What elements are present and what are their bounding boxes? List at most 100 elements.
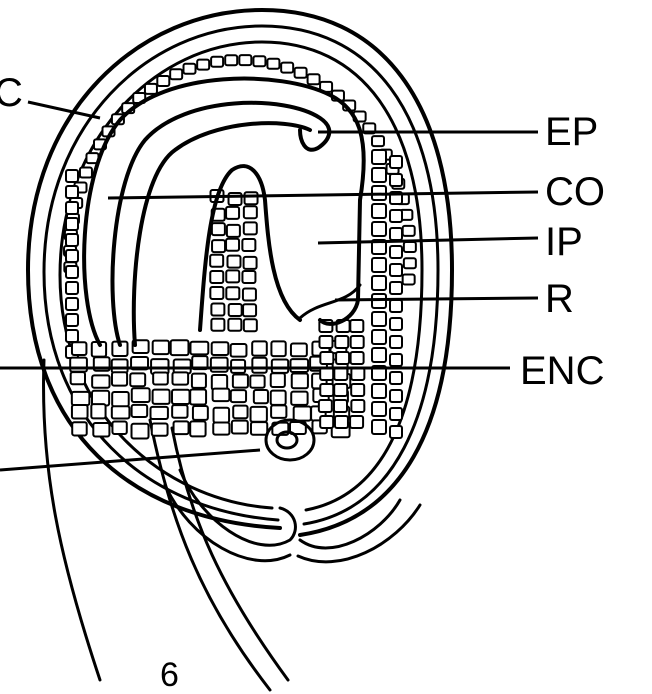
tissue-cell bbox=[291, 359, 309, 372]
tissue-cell bbox=[172, 372, 188, 384]
tissue-cell bbox=[211, 319, 224, 331]
tissue-cell bbox=[271, 373, 285, 387]
tissue-cell bbox=[244, 319, 257, 331]
tissue-cell bbox=[112, 392, 129, 406]
tissue-cell bbox=[252, 358, 266, 373]
tissue-cell bbox=[112, 359, 128, 372]
tissue-cell bbox=[320, 384, 333, 396]
tissue-cell bbox=[390, 336, 402, 348]
tissue-cell bbox=[66, 186, 78, 198]
tissue-cell bbox=[80, 168, 92, 178]
tissue-cell bbox=[351, 368, 364, 380]
tissue-cell bbox=[170, 69, 182, 79]
tissue-cell bbox=[372, 330, 386, 344]
tissue-cell bbox=[152, 423, 168, 435]
tissue-cell bbox=[210, 255, 223, 267]
tissue-cell bbox=[91, 404, 105, 418]
tissue-cell bbox=[251, 407, 267, 422]
label-enc: ENC bbox=[520, 349, 604, 393]
tissue-cell bbox=[320, 352, 333, 364]
tissue-cell bbox=[320, 368, 333, 380]
tissue-cell bbox=[231, 390, 246, 402]
tissue-cell bbox=[72, 392, 90, 405]
outer-integument bbox=[28, 10, 452, 562]
tissue-cell bbox=[193, 406, 208, 420]
tissue-cell bbox=[66, 234, 78, 246]
tissue-cell bbox=[72, 405, 88, 419]
leader-line-r bbox=[335, 298, 538, 300]
tissue-cell bbox=[335, 416, 348, 428]
tissue-cell bbox=[197, 60, 209, 70]
tissue-cell bbox=[66, 218, 78, 230]
tissue-cell bbox=[211, 304, 224, 316]
tissue-cell bbox=[390, 426, 402, 438]
tissue-cell bbox=[351, 336, 364, 348]
tissue-cell bbox=[243, 288, 256, 300]
tissue-cell bbox=[72, 342, 86, 355]
tissue-cell bbox=[244, 206, 257, 218]
tissue-cell bbox=[174, 359, 191, 373]
tissue-cell bbox=[390, 372, 402, 384]
tissue-cell bbox=[72, 422, 86, 435]
tissue-cell bbox=[271, 391, 286, 405]
tissue-cell bbox=[404, 242, 416, 252]
tissue-cell bbox=[372, 168, 386, 182]
tissue-cell bbox=[66, 250, 78, 262]
label-c: C bbox=[0, 71, 23, 115]
tissue-cell bbox=[334, 400, 347, 412]
tissue-cell bbox=[244, 257, 257, 269]
tissue-cell bbox=[281, 63, 293, 73]
leader-line-lower bbox=[0, 450, 260, 470]
tissue-cell bbox=[153, 341, 169, 354]
tissue-cell bbox=[239, 55, 251, 65]
label-r: R bbox=[545, 277, 574, 321]
tissue-cell bbox=[390, 210, 402, 222]
tissue-cell bbox=[190, 342, 208, 355]
tissue-cell bbox=[245, 192, 258, 204]
tissue-cell bbox=[66, 170, 78, 182]
tissue-cell bbox=[390, 300, 402, 312]
tissue-cell bbox=[404, 258, 416, 268]
tissue-cell bbox=[184, 64, 196, 74]
tissue-cell bbox=[213, 389, 230, 402]
tissue-cell bbox=[93, 423, 109, 437]
tissue-cell bbox=[372, 150, 386, 164]
label-ip: IP bbox=[545, 220, 583, 264]
tissue-cell bbox=[242, 239, 255, 251]
tissue-cell bbox=[291, 392, 307, 405]
label-co: CO bbox=[545, 170, 605, 214]
tissue-cell bbox=[254, 390, 268, 403]
leader-line-ip bbox=[318, 238, 538, 243]
tissue-cell bbox=[372, 276, 386, 290]
tissue-cell bbox=[250, 376, 264, 388]
tissue-cell bbox=[210, 271, 223, 283]
tissue-cell bbox=[226, 270, 239, 282]
tissue-cell bbox=[372, 402, 386, 416]
tissue-cell bbox=[351, 384, 364, 396]
tissue-cell bbox=[192, 374, 206, 388]
tissue-cell bbox=[351, 352, 364, 364]
tissue-cell bbox=[372, 420, 386, 434]
tissue-cell bbox=[172, 390, 190, 404]
tissue-cell bbox=[190, 389, 206, 404]
tissue-cell bbox=[372, 136, 384, 146]
tissue-cell bbox=[112, 422, 126, 434]
tissue-cell bbox=[233, 375, 248, 388]
tissue-cell bbox=[403, 274, 415, 284]
tissue-cell bbox=[66, 314, 78, 326]
tissue-cell bbox=[71, 372, 85, 384]
tissue-cell bbox=[271, 341, 285, 356]
tissue-cell bbox=[66, 298, 78, 310]
tissue-cell bbox=[66, 282, 78, 294]
tissue-cell bbox=[336, 352, 349, 364]
tissue-cell bbox=[319, 336, 332, 348]
tissue-cell bbox=[212, 240, 225, 252]
label-ep: EP bbox=[545, 110, 598, 154]
tissue-cell bbox=[350, 416, 363, 428]
tissue-cell bbox=[145, 84, 157, 94]
tissue-cell bbox=[227, 256, 240, 268]
tissue-cell bbox=[292, 374, 308, 389]
tissue-cell bbox=[320, 416, 333, 428]
tissue-cell bbox=[390, 354, 402, 366]
tissue-cell bbox=[112, 406, 130, 418]
